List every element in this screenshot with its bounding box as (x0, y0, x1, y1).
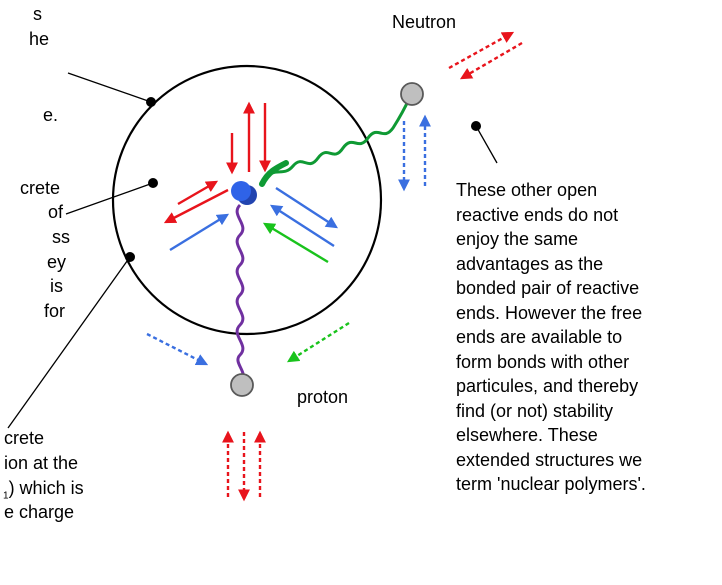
nucleus-boundary (111, 64, 383, 336)
left-fragment-b3: ss (52, 227, 70, 247)
right-note-line: bonded pair of reactive (456, 278, 640, 298)
right-note-line: form bonds with other (456, 351, 630, 372)
green-bond-stub (259, 160, 289, 187)
right-note-line: These other open (456, 180, 598, 200)
red-dashed-arrow-out (448, 31, 515, 70)
pointer-dot-right (471, 121, 481, 131)
pointer-line-top (67, 72, 152, 103)
left-fragment-b2: of (48, 202, 64, 222)
green-arrow-in (262, 222, 329, 264)
red-arrow-diag-in (177, 180, 219, 206)
left-fragment-b6: for (44, 301, 66, 321)
pointer-dot-top (146, 97, 156, 107)
right-note-line: find (or not) stability (456, 400, 614, 421)
pointer-dot-bottom (125, 252, 135, 262)
right-note-line: advantages as the (456, 253, 604, 274)
left-fragment-c3: 1) which is (3, 476, 84, 509)
right-note-line: particules, and thereby (456, 376, 639, 396)
left-fragment-b5: is (50, 276, 63, 296)
left-fragment-c3-subscript: 1 (3, 490, 9, 502)
bonded-end-blue (231, 181, 251, 201)
green-bond-wave (262, 96, 412, 181)
red-dashed-arrow-in (459, 41, 523, 80)
right-note-line: elsewhere. These (456, 425, 598, 445)
blue-dashed-arrow-to-proton (146, 332, 209, 366)
right-note-line: ends. However the free (456, 302, 643, 323)
right-explanatory-note: These other open reactive ends do not enjo… (456, 178, 646, 497)
pointer-line-right (475, 125, 498, 164)
pointer-dot-middle (148, 178, 158, 188)
left-fragment-a1: s (33, 4, 42, 24)
blue-arrow-right-out (275, 186, 339, 229)
left-fragment-c3-text: ) which is (8, 478, 84, 498)
right-note-line: extended structures we (456, 449, 643, 470)
pointer-line-middle (65, 182, 154, 215)
proton-particle (230, 373, 254, 397)
left-fragment-a3: e. (43, 105, 59, 125)
left-fragment-a2: he (29, 29, 50, 49)
right-note-line: term 'nuclear polymers'. (456, 474, 646, 494)
right-note-line: enjoy the same (456, 229, 579, 249)
green-dashed-arrow-to-proton (286, 321, 350, 363)
proton-label: proton (297, 387, 349, 407)
purple-bond-wave (235, 203, 245, 381)
left-fragment-b1: crete (20, 178, 61, 198)
right-note-line: ends are available to (456, 327, 623, 347)
red-arrow-diag-out (163, 188, 229, 224)
blue-arrow-left-in (169, 213, 230, 252)
left-fragment-c4: e charge (4, 502, 75, 522)
blue-arrow-right-in (269, 204, 335, 248)
neutron-particle (400, 82, 424, 106)
left-fragment-c1: crete (4, 428, 45, 448)
left-fragment-b4: ey (47, 252, 67, 272)
left-fragment-c2: ion at the (4, 453, 79, 473)
right-note-line: reactive ends do not (456, 204, 619, 225)
pointer-line-bottom (7, 256, 131, 429)
neutron-label: Neutron (392, 12, 457, 32)
